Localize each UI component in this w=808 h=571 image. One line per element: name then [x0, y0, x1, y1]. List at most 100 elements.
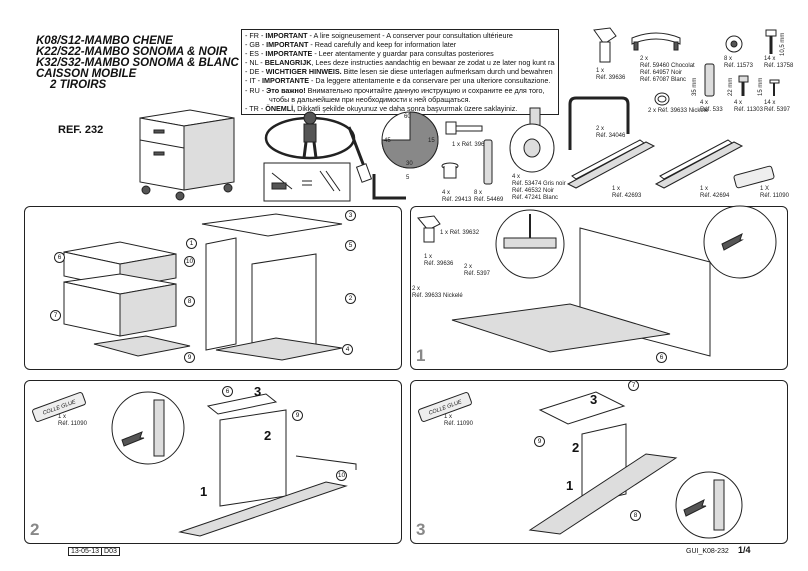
- step-arrow-number: 2: [264, 428, 272, 443]
- step-number: 1: [416, 346, 426, 365]
- cabinet-illustration: [139, 109, 235, 201]
- part-number: 2: [345, 293, 356, 304]
- part-number: 1: [186, 238, 197, 249]
- clock-label: 45: [384, 138, 391, 144]
- zoom-circle: [495, 209, 565, 279]
- hex-key-icon: [372, 174, 406, 200]
- part-number: 7: [50, 310, 61, 321]
- part-number: 5: [345, 240, 356, 251]
- zoom-circle: [675, 471, 743, 539]
- part-number: 7: [628, 380, 639, 391]
- caster-wheel-icon: [509, 107, 555, 173]
- step-arrow-number: 1: [566, 478, 574, 493]
- step-number: 3: [416, 520, 426, 539]
- part-number: 9: [184, 352, 195, 363]
- handle-icon: [631, 32, 681, 51]
- notice-row: - FR - IMPORTANT - A lire soigneusement …: [245, 31, 513, 40]
- dimension-label: 15 mm: [758, 77, 764, 96]
- drawer-runner-icon: [566, 139, 656, 189]
- dimension-label: 35 mm: [692, 77, 698, 96]
- title-line: K08/S12-MAMBO CHENE: [36, 35, 173, 47]
- part-number: 9: [292, 410, 303, 421]
- part-number: 6: [54, 252, 65, 263]
- cam-screw-icon: [765, 29, 777, 54]
- footer-code: GUI_K08-232: [686, 548, 729, 555]
- notice-row: - TR - ÖNEMLİ, Dikkatli şekilde okuyunuz…: [245, 103, 518, 113]
- notice-row: - NL - BELANGRIJK, Lees deze instructies…: [245, 58, 555, 68]
- screw-icon: [769, 79, 780, 96]
- notice-row: - GB - IMPORTANT - Read carefully and ke…: [245, 40, 457, 50]
- minifix-bolt-icon: [738, 75, 749, 96]
- zoom-circle: [703, 205, 777, 279]
- product-title: K08/S12-MAMBO CHENE K22/S22-MAMBO SONOMA…: [36, 35, 239, 91]
- step-arrow-number: 1: [200, 484, 208, 499]
- step-number: 2: [30, 520, 40, 539]
- exploded-carcass: [201, 213, 343, 361]
- glide-icon: [441, 162, 459, 179]
- notice-row: - ES - IMPORTANTE - Leer atentamente y g…: [245, 49, 494, 59]
- title-line: K22/S22-MAMBO SONOMA & NOIR: [36, 46, 228, 58]
- part-number: 8: [630, 510, 641, 521]
- part-number: 8: [184, 296, 195, 307]
- zoom-circle: [111, 391, 185, 465]
- part-number: 10: [184, 256, 195, 267]
- title-line: K32/S32-MAMBO SONOMA & BLANC: [36, 57, 239, 69]
- drawer-front-panel: [451, 227, 711, 357]
- step-arrow-number: 2: [572, 440, 580, 455]
- lock-icon: [593, 27, 617, 63]
- step1-label: 1 x Réf. 39632: [440, 230, 480, 236]
- exploded-drawers: [63, 241, 191, 357]
- reference-number: REF. 232: [58, 124, 104, 136]
- page-number: 1/4: [738, 545, 751, 555]
- notice-row: чтобы в дальнейшем при необходимости к н…: [269, 94, 471, 104]
- dimension-label: 10,5 mm: [780, 32, 786, 56]
- part-number: 6: [656, 352, 667, 363]
- clock-label: 60: [404, 114, 411, 120]
- hardware-label: 2 x Réf. 59460 Chocolat Réf. 64957 Noir …: [640, 56, 695, 83]
- title-line: 2 TIROIRS: [50, 79, 107, 91]
- hardware-label: 1 x Réf. 39632: [452, 142, 492, 148]
- screwdriver-icon: [347, 126, 373, 183]
- dimension-label: 5: [406, 175, 410, 181]
- clock-label: 30: [406, 161, 413, 167]
- part-number: 9: [534, 436, 545, 447]
- lock-assembly-icon: [417, 215, 441, 243]
- part-number: 4: [342, 344, 353, 355]
- notice-row: - RU - Это важно! Внимательно прочитайте…: [245, 85, 545, 95]
- part-number: 6: [222, 386, 233, 397]
- cam-lock-icon: [725, 35, 743, 53]
- part-number: 3: [345, 210, 356, 221]
- step3-assembly: [528, 391, 678, 535]
- step2-assembly: [178, 393, 357, 537]
- footer-revision: D03: [101, 548, 117, 555]
- drawer-handle-bar-icon: [568, 96, 630, 150]
- important-notice: - FR - IMPORTANT - A lire soigneusement …: [241, 29, 559, 115]
- ring-washer-icon: [654, 92, 670, 106]
- hardware-label: 2 x Réf. 39633 Nickelé: [648, 108, 709, 114]
- dowel-icon: [704, 63, 715, 97]
- dimension-label: 22 mm: [728, 77, 734, 96]
- connector-icon: [483, 139, 493, 185]
- drawer-runner-icon: [654, 139, 744, 189]
- notice-row: - DE - WICHTIGER HINWEIS. Bitte lesen si…: [245, 67, 555, 77]
- assembly-time-clock-icon: [381, 111, 439, 169]
- two-person-assembly-icon: [264, 111, 356, 160]
- hardware-label: 4 x Réf. 53474 Gris noir Réf. 46532 Noir…: [512, 174, 566, 201]
